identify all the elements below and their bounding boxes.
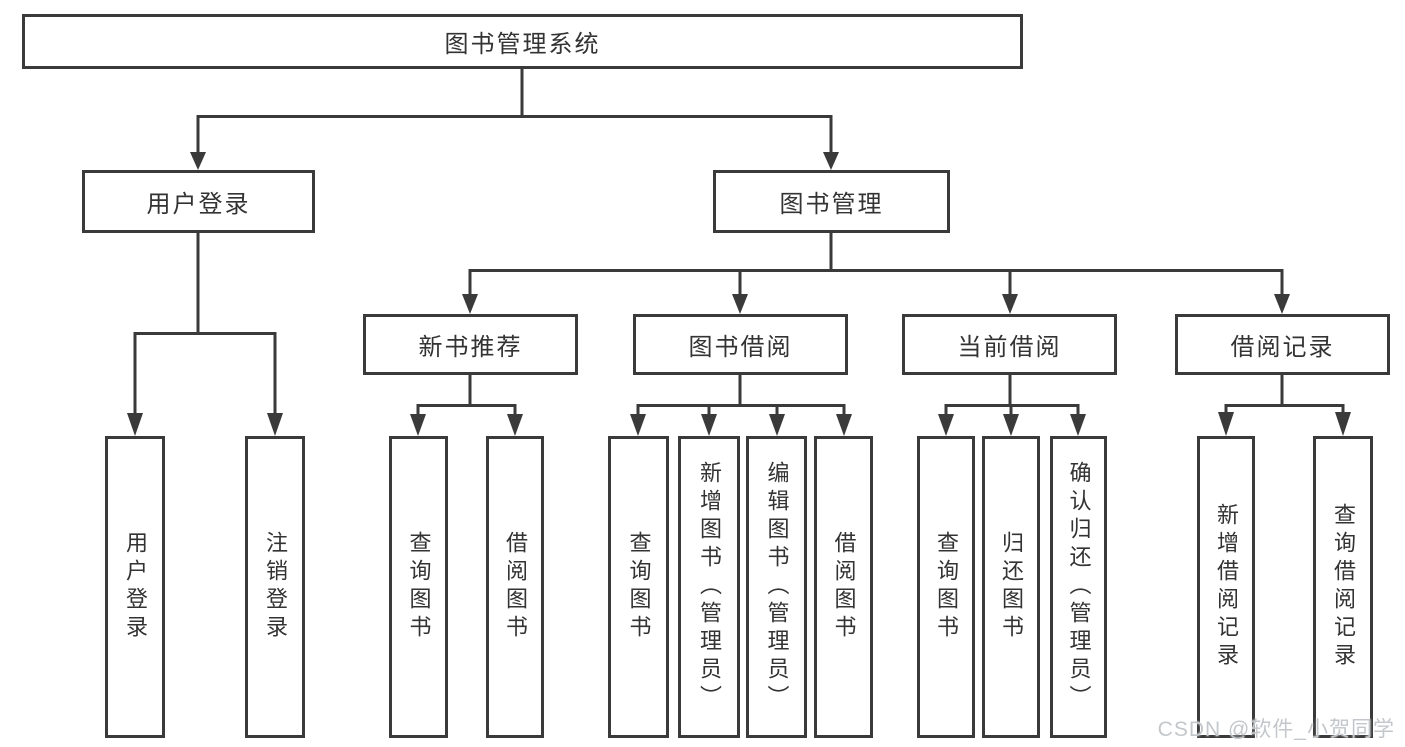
- arrowhead: [836, 414, 852, 436]
- arrowhead: [1335, 412, 1351, 436]
- arrowhead: [701, 414, 717, 436]
- arrowhead: [1003, 414, 1019, 436]
- node-label: 查询图书: [406, 531, 432, 643]
- node-book-management: 图书管理: [713, 170, 950, 233]
- leaf-query-books-current: 查询图书: [917, 436, 975, 738]
- node-label: 查询图书: [626, 531, 652, 643]
- arrowhead: [190, 152, 206, 170]
- node-label: 用户登录: [146, 191, 251, 218]
- leaf-edit-book-admin: 编辑图书（管理员）: [746, 436, 807, 738]
- arrowhead: [1218, 412, 1234, 436]
- node-label: 用户登录: [123, 531, 148, 643]
- node-label: 注销登录: [263, 531, 288, 643]
- leaf-add-book-admin: 新增图书（管理员）: [678, 436, 740, 738]
- node-book-borrow: 图书借阅: [633, 314, 848, 375]
- node-label: 编辑图书（管理员）: [764, 461, 790, 713]
- node-label: 查询借阅记录: [1331, 503, 1356, 671]
- arrowhead: [507, 414, 523, 436]
- node-borrow-records: 借阅记录: [1175, 314, 1390, 375]
- leaf-query-borrow-record: 查询借阅记录: [1313, 436, 1373, 738]
- node-label: 新增图书（管理员）: [697, 461, 722, 713]
- arrowhead: [1274, 294, 1290, 314]
- node-label: 借阅记录: [1230, 334, 1335, 361]
- leaf-query-books-borrow: 查询图书: [608, 436, 669, 738]
- arrowhead: [1070, 414, 1086, 436]
- leaf-query-books-recommend: 查询图书: [389, 436, 448, 738]
- leaf-return-book: 归还图书: [982, 436, 1040, 738]
- node-label: 借阅图书: [831, 531, 857, 643]
- csdn-watermark: CSDN @软件_小贺同学: [1157, 718, 1395, 741]
- node-label: 图书管理: [779, 191, 884, 218]
- node-label: 图书借阅: [688, 334, 793, 361]
- arrowhead: [410, 414, 426, 436]
- leaf-add-borrow-record: 新增借阅记录: [1197, 436, 1255, 738]
- leaf-confirm-return-admin: 确认归还（管理员）: [1050, 436, 1107, 738]
- arrowhead: [462, 294, 478, 314]
- node-library-system: 图书管理系统: [22, 14, 1023, 69]
- arrowhead: [823, 152, 839, 170]
- node-label: 归还图书: [999, 531, 1024, 643]
- node-new-book-recommend: 新书推荐: [363, 314, 578, 375]
- arrowhead: [630, 414, 646, 436]
- node-label: 新书推荐: [418, 334, 523, 361]
- node-label: 确认归还（管理员）: [1066, 461, 1092, 713]
- arrowhead: [1002, 294, 1018, 314]
- leaf-borrow-books: 借阅图书: [814, 436, 873, 738]
- arrowhead: [732, 294, 748, 314]
- arrowhead: [769, 414, 785, 436]
- leaf-logout: 注销登录: [245, 436, 305, 738]
- node-label: 查询图书: [934, 531, 959, 643]
- node-label: 借阅图书: [503, 531, 528, 643]
- arrowhead: [938, 414, 954, 436]
- arrowhead: [127, 413, 143, 436]
- node-label: 当前借阅: [957, 334, 1062, 361]
- leaf-user-login: 用户登录: [105, 436, 165, 738]
- leaf-borrow-books-recommend: 借阅图书: [486, 436, 544, 738]
- arrowhead: [267, 413, 283, 436]
- node-label: 图书管理系统: [444, 31, 601, 58]
- node-user-login: 用户登录: [82, 170, 315, 233]
- node-label: 新增借阅记录: [1214, 503, 1239, 671]
- node-current-borrow: 当前借阅: [902, 314, 1117, 375]
